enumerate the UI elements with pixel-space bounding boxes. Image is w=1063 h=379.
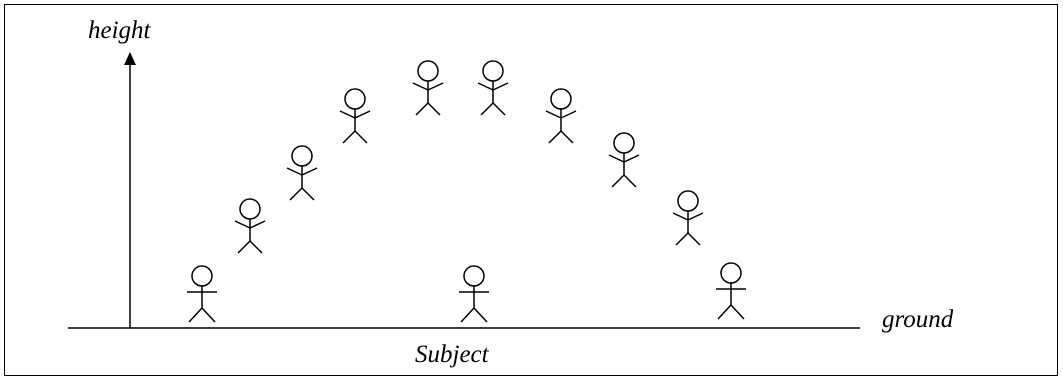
stick-figure-icon — [412, 60, 444, 116]
stick-figure-icon — [286, 145, 318, 201]
stick-figure-icon — [716, 262, 746, 320]
stick-figure-icon — [187, 265, 217, 323]
stick-figure-icon — [608, 132, 640, 188]
height-label: height — [88, 17, 152, 44]
subject-label: Subject — [415, 341, 490, 368]
ground-label: ground — [882, 306, 954, 333]
stick-figure-icon — [234, 198, 266, 254]
stick-figure-icon — [339, 88, 371, 144]
height-axis — [124, 52, 136, 328]
stick-figure-icon — [672, 190, 704, 246]
diagram-frame — [4, 4, 1058, 376]
arrow-up-icon — [124, 52, 136, 65]
stick-figure-icon — [477, 60, 509, 116]
jump-figures — [187, 60, 746, 323]
stick-figure-icon — [545, 88, 577, 144]
stick-figure-icon — [459, 265, 489, 323]
